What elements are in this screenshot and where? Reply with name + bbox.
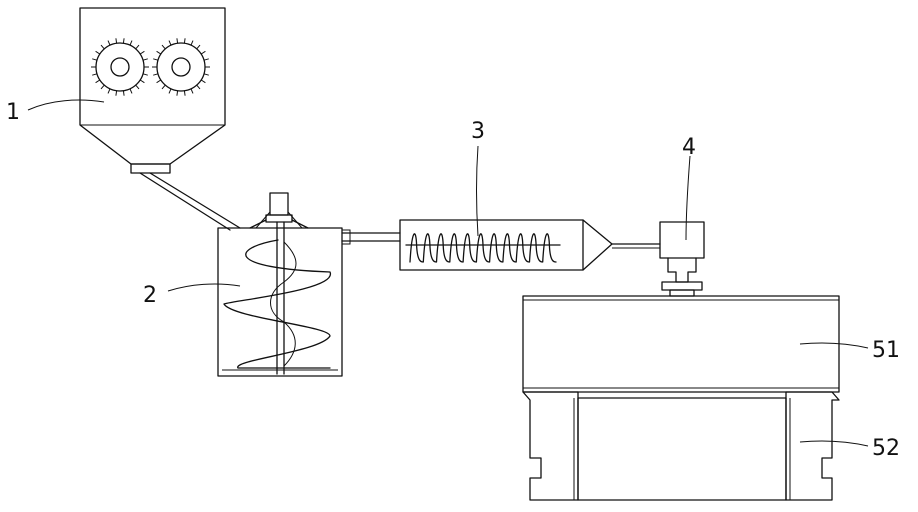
- toothed-roller-right: [152, 38, 210, 95]
- crusher-unit: [80, 8, 225, 173]
- leader-lines: [28, 100, 868, 446]
- lower-block: [523, 392, 839, 500]
- connecting-pipe: [342, 230, 400, 244]
- hopper-unit: [660, 222, 704, 296]
- label-screw-conveyor: 3: [471, 119, 485, 144]
- hopper-body: [660, 222, 704, 258]
- right-clamp: [786, 392, 839, 500]
- upper-block: [523, 296, 839, 392]
- mixer-unit: [218, 193, 342, 376]
- label-upper-block: 51: [872, 338, 900, 363]
- screw-flight: [410, 234, 556, 262]
- label-crusher: 1: [6, 100, 20, 125]
- label-mixer: 2: [143, 283, 157, 308]
- label-lower-block: 52: [872, 436, 900, 461]
- mixer-motor: [270, 193, 288, 215]
- left-clamp: [523, 392, 578, 500]
- crusher-housing: [80, 8, 225, 164]
- screw-conveyor: [400, 220, 660, 270]
- toothed-roller-left: [91, 38, 149, 95]
- crusher-outlet: [131, 164, 170, 173]
- feed-chute: [140, 173, 240, 230]
- label-hopper: 4: [682, 135, 696, 160]
